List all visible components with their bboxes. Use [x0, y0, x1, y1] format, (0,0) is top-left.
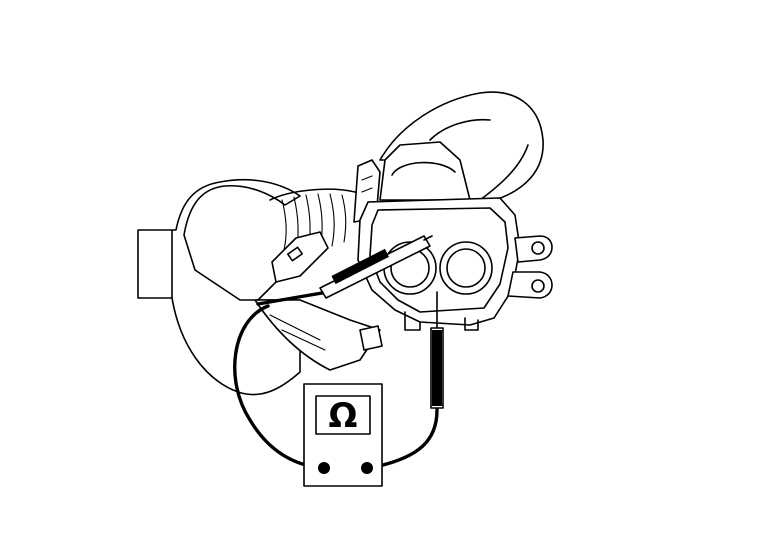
test-lead-negative — [430, 291, 444, 409]
sensor-connector — [257, 141, 553, 351]
test-lead-positive — [256, 235, 433, 306]
ohmmeter-display — [315, 395, 371, 435]
bellows — [269, 188, 356, 253]
ohmmeter-terminal-left — [318, 462, 330, 474]
component-housing — [137, 91, 544, 396]
ohmmeter-terminal-right — [361, 462, 373, 474]
lead-wire-positive — [233, 304, 324, 470]
ohmmeter: Ω — [303, 383, 383, 487]
terminal-cavity-right — [439, 241, 493, 295]
lead-wire-negative — [368, 408, 439, 470]
ohm-symbol: Ω — [329, 396, 358, 436]
